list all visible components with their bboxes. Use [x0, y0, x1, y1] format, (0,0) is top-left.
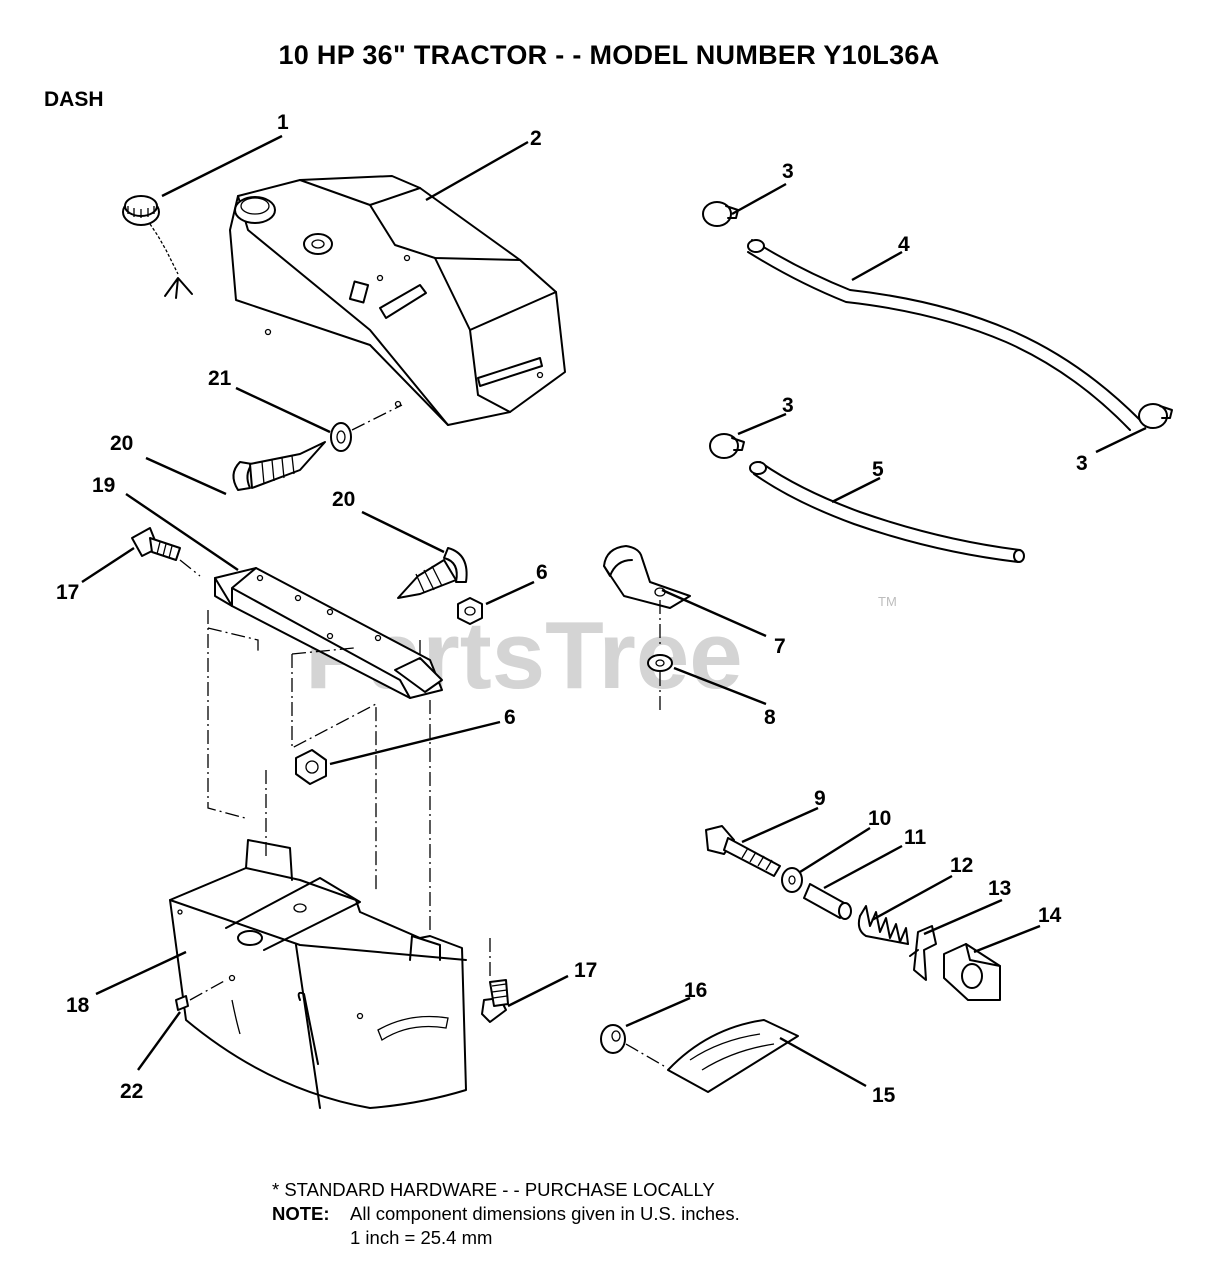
leader-lines [81, 134, 1147, 1088]
callout-15: 15 [872, 1084, 896, 1107]
part-nut-6-upper [457, 597, 483, 625]
part-spring-12 [857, 905, 909, 945]
part-washer-21 [330, 404, 403, 452]
callout-18: 18 [66, 994, 90, 1017]
part-quadrant-15 [667, 1019, 799, 1093]
part-hose-4 [747, 239, 1141, 431]
callout-13: 13 [988, 877, 1011, 900]
part-clamp-3-a [702, 201, 739, 227]
callout-19: 19 [92, 474, 115, 497]
note-label: NOTE: [272, 1203, 330, 1224]
callout-14: 14 [1038, 904, 1062, 927]
callout-7: 7 [774, 635, 786, 658]
page-title: 10 HP 36" TRACTOR - - MODEL NUMBER Y10L3… [278, 40, 940, 70]
section-label: DASH [44, 88, 104, 111]
part-clamp-3-c [709, 433, 745, 459]
part-bolt-17-lower [481, 979, 509, 1023]
dimension-note: NOTE: All component dimensions given in U… [272, 1202, 740, 1226]
callout-5: 5 [872, 458, 884, 481]
callout-6: 6 [504, 706, 516, 729]
note-text: All component dimensions given in U.S. i… [350, 1203, 740, 1224]
part-hose-5 [749, 461, 1025, 563]
part-lower-panel-18 [169, 839, 467, 1109]
callout-12: 12 [950, 854, 973, 877]
watermark-trademark: TM [878, 594, 897, 609]
part-clamp-3-b [1138, 403, 1173, 429]
callout-21: 21 [208, 367, 232, 390]
callout-17: 17 [574, 959, 597, 982]
callout-8: 8 [764, 706, 776, 729]
footer-notes: * STANDARD HARDWARE - - PURCHASE LOCALLY… [272, 1178, 740, 1250]
part-cam-14 [943, 943, 1001, 1001]
part-washer-10 [781, 867, 803, 893]
callout-16: 16 [684, 979, 707, 1002]
part-spacer-11 [803, 883, 852, 920]
callout-1: 1 [277, 111, 289, 134]
callout-10: 10 [868, 807, 891, 830]
callout-20: 20 [110, 432, 133, 455]
callout-2: 2 [530, 127, 542, 150]
callout-17: 17 [56, 581, 79, 604]
callout-6: 6 [536, 561, 548, 584]
part-dash-housing [229, 175, 566, 426]
part-screw-22 [175, 979, 227, 1011]
part-bracket-19 [214, 567, 443, 699]
part-bolt-9 [705, 825, 781, 877]
part-screw-20-lower [397, 547, 468, 599]
callout-3: 3 [782, 394, 794, 417]
callout-11: 11 [904, 826, 927, 849]
callout-9: 9 [814, 787, 826, 810]
callout-numbers: 1 2 3 3 3 4 5 6 6 7 8 9 10 11 12 13 14 1… [56, 111, 1088, 1107]
standard-hardware-note: * STANDARD HARDWARE - - PURCHASE LOCALLY [272, 1179, 715, 1200]
callout-3: 3 [782, 160, 794, 183]
part-bracket-13 [909, 925, 937, 981]
part-screw-20-upper [232, 441, 326, 491]
part-nut-6-lower [295, 749, 327, 785]
part-washer-16 [600, 1024, 665, 1067]
callout-4: 4 [898, 233, 910, 256]
callout-20: 20 [332, 488, 355, 511]
part-washer-8 [647, 654, 673, 712]
callout-3: 3 [1076, 452, 1088, 475]
part-bolt-17-upper [131, 527, 181, 561]
conversion-note: 1 inch = 25.4 mm [350, 1227, 493, 1248]
part-fuel-cap [122, 195, 193, 299]
callout-22: 22 [120, 1080, 143, 1103]
